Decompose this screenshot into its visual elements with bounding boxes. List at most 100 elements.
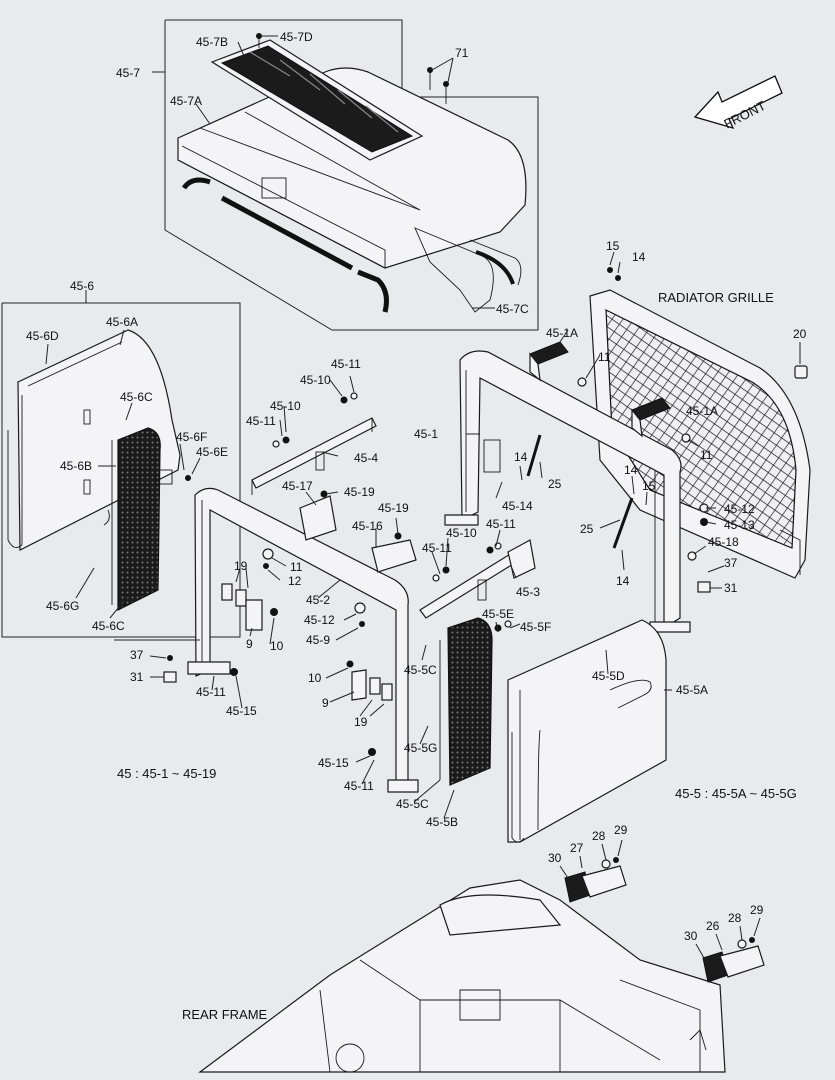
hinge-set-center	[351, 669, 393, 701]
label-45-6G: 45-6G	[46, 599, 79, 613]
label-radiator-grille: RADIATOR GRILLE	[658, 290, 774, 305]
label-14-low: 14	[616, 574, 630, 588]
filter-screen-45-7B	[210, 39, 424, 161]
bolts-71	[427, 67, 449, 104]
label-15-top: 15	[606, 239, 620, 253]
label-45-6C-bottom: 45-6C	[92, 619, 125, 633]
label-10-b: 10	[308, 671, 322, 685]
label-45-6C-top: 45-6C	[120, 390, 153, 404]
door-filter-45-6B	[111, 427, 161, 611]
label-45-11-f: 45-11	[344, 779, 374, 793]
rear-frame	[198, 879, 726, 1073]
label-45-14: 45-14	[502, 499, 533, 513]
label-45-2: 45-2	[306, 593, 330, 607]
label-10-a: 10	[270, 639, 284, 653]
label-45-6E: 45-6E	[196, 445, 228, 459]
label-14-right: 14	[624, 463, 638, 477]
group-frame-45-7	[164, 19, 539, 331]
label-71: 71	[455, 46, 469, 60]
bracket-45-16	[371, 539, 417, 573]
label-45-4: 45-4	[354, 451, 378, 465]
label-14-top: 14	[632, 250, 646, 264]
label-45-16: 45-16	[352, 519, 383, 533]
label-11-a: 11	[598, 350, 611, 364]
radiator-grille	[589, 289, 811, 579]
range-note-45-5: 45-5 : 45-5A ~ 45-5G	[675, 786, 797, 801]
bracket-45-1A-right	[631, 397, 671, 438]
label-45-5A: 45-5A	[676, 683, 708, 697]
leader-lines	[45, 35, 801, 959]
label-26: 26	[706, 919, 720, 933]
front-arrow	[693, 75, 783, 130]
gas-spring-25-b	[612, 497, 634, 549]
label-45-12-right: 45-12	[724, 502, 755, 516]
label-45-5C-a: 45-5C	[404, 663, 437, 677]
bolt-20	[794, 365, 808, 379]
bracket-45-17	[299, 495, 337, 541]
label-45-1A-a: 45-1A	[546, 326, 578, 340]
label-45-15-b: 45-15	[318, 756, 349, 770]
label-45-19-b: 45-19	[378, 501, 409, 515]
label-45-6A: 45-6A	[106, 315, 138, 329]
label-25-a: 25	[548, 477, 562, 491]
label-19-a: 19	[234, 559, 248, 573]
label-45-5B: 45-5B	[426, 815, 458, 829]
label-9-a: 9	[246, 637, 253, 651]
label-45-6: 45-6	[70, 279, 94, 293]
label-31-left: 31	[130, 670, 144, 684]
label-29-b: 29	[750, 903, 764, 917]
label-45-6D: 45-6D	[26, 329, 59, 343]
callout-labels: 45-7 45-7B 45-7D 71 45-7A 45-7C FRONT 45…	[26, 30, 807, 1022]
label-45-11-d: 45-11	[486, 517, 516, 531]
label-45-3: 45-3	[516, 585, 540, 599]
hinge-set-left	[221, 583, 263, 631]
fasteners	[163, 267, 711, 756]
label-45-1: 45-1	[414, 427, 438, 441]
group-frame-45-6	[1, 302, 241, 638]
cross-bar-45-4	[251, 417, 377, 495]
label-45-11-e: 45-11	[196, 685, 226, 699]
label-45-18: 45-18	[708, 535, 739, 549]
label-45-17: 45-17	[282, 479, 313, 493]
label-45-11-c: 45-11	[422, 541, 452, 555]
label-29-a: 29	[614, 823, 628, 837]
label-12: 12	[288, 574, 302, 588]
gas-spring-25-a	[526, 434, 542, 477]
label-45-9: 45-9	[306, 633, 330, 647]
label-15-right: 15	[642, 479, 656, 493]
label-45-6B: 45-6B	[60, 459, 92, 473]
label-45-10-b: 45-10	[270, 399, 301, 413]
range-note-45: 45 : 45-1 ~ 45-19	[117, 766, 216, 781]
label-45-5C-b: 45-5C	[396, 797, 429, 811]
support-mount-26	[702, 937, 765, 983]
label-45-11-b: 45-11	[331, 357, 361, 371]
door-filter-45-5B	[439, 617, 493, 786]
label-9-b: 9	[322, 696, 329, 710]
door-latch-45-6F	[149, 469, 191, 485]
label-45-15-a: 45-15	[226, 704, 257, 718]
label-14-mid: 14	[514, 450, 528, 464]
label-30-b: 30	[684, 929, 698, 943]
label-45-10-c: 45-10	[446, 526, 477, 540]
label-45-5D: 45-5D	[592, 669, 625, 683]
label-rear-frame: REAR FRAME	[182, 1007, 268, 1022]
cross-bar-45-3	[419, 539, 536, 619]
hood-seal-strips	[181, 177, 515, 313]
label-19-b: 19	[354, 715, 368, 729]
front-frame-45-2	[187, 487, 419, 793]
label-37-right: 37	[724, 556, 738, 570]
label-11-b: 11	[700, 448, 713, 462]
label-11-c: 11	[290, 560, 303, 574]
engine-hood-45-7A	[177, 67, 527, 313]
label-30-a: 30	[548, 851, 562, 865]
label-28-a: 28	[592, 829, 606, 843]
bracket-45-1A-left	[529, 341, 569, 382]
side-door-45-6A	[7, 329, 181, 551]
side-door-45-5A	[507, 619, 667, 843]
label-45-5G: 45-5G	[404, 741, 437, 755]
label-37-left: 37	[130, 648, 144, 662]
label-25-b: 25	[580, 522, 594, 536]
label-20: 20	[793, 327, 807, 341]
label-45-7B: 45-7B	[196, 35, 228, 49]
